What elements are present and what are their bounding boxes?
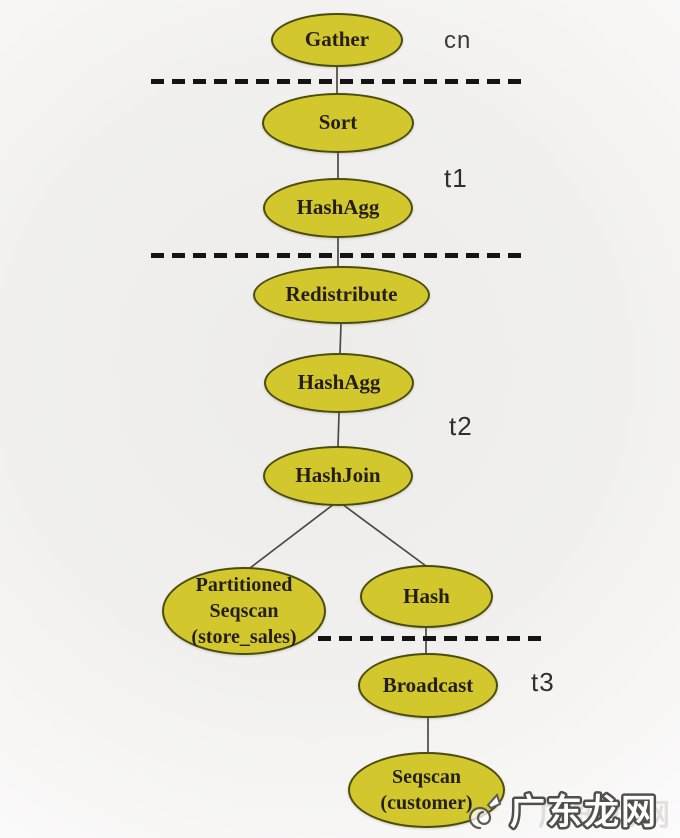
node-partitioned-seqscan-line1: Partitioned bbox=[195, 574, 293, 596]
separator-cn-t1 bbox=[151, 79, 524, 84]
node-sort-label: Sort bbox=[318, 110, 358, 135]
node-redistribute: Redistribute bbox=[253, 266, 430, 324]
watermark-doodle-icon bbox=[468, 793, 502, 830]
node-hash-label: Hash bbox=[403, 583, 450, 608]
edge-hashjoin-partitioned-seqscan bbox=[249, 503, 335, 569]
node-seqscan-customer-line2: (customer) bbox=[380, 792, 473, 814]
annotation-cn: cn bbox=[444, 27, 472, 54]
node-partitioned-seqscan-line2: Seqscan bbox=[209, 600, 279, 622]
node-hashagg-t2: HashAgg bbox=[264, 353, 414, 413]
node-gather-label: Gather bbox=[304, 27, 370, 52]
node-hashjoin-label: HashJoin bbox=[295, 463, 381, 488]
node-sort: Sort bbox=[262, 93, 414, 153]
node-hash: Hash bbox=[360, 565, 493, 628]
node-partitioned-seqscan-line3: (store_sales) bbox=[191, 626, 297, 648]
annotation-t2: t2 bbox=[449, 411, 473, 441]
separator-t2-t3 bbox=[318, 636, 547, 641]
edge-hashagg-hashjoin bbox=[337, 412, 340, 447]
edge-hashjoin-hash bbox=[341, 503, 427, 567]
watermark-ghost-text: 广东龙网 bbox=[538, 799, 674, 832]
node-hashjoin: HashJoin bbox=[263, 446, 413, 506]
node-partitioned-seqscan: Partitioned Seqscan (store_sales) bbox=[162, 567, 326, 655]
watermark-text: 广东龙网 bbox=[510, 793, 658, 832]
node-hashagg-t2-label: HashAgg bbox=[297, 370, 381, 395]
node-gather: Gather bbox=[271, 13, 403, 67]
node-hashagg-t1: HashAgg bbox=[263, 178, 413, 238]
annotation-t3: t3 bbox=[531, 667, 555, 697]
node-redistribute-label: Redistribute bbox=[285, 282, 398, 307]
watermark-text-svg: 广东龙网 bbox=[508, 791, 659, 835]
edge-redistribute-hashagg bbox=[339, 323, 342, 354]
node-broadcast-label: Broadcast bbox=[382, 672, 474, 697]
node-hashagg-t1-label: HashAgg bbox=[296, 195, 380, 220]
watermark: 广东龙网 广东龙网 bbox=[466, 786, 670, 834]
separator-t1-t2 bbox=[151, 253, 524, 258]
node-broadcast: Broadcast bbox=[358, 653, 498, 718]
annotation-t1: t1 bbox=[444, 163, 468, 193]
node-seqscan-customer-line1: Seqscan bbox=[392, 766, 461, 788]
